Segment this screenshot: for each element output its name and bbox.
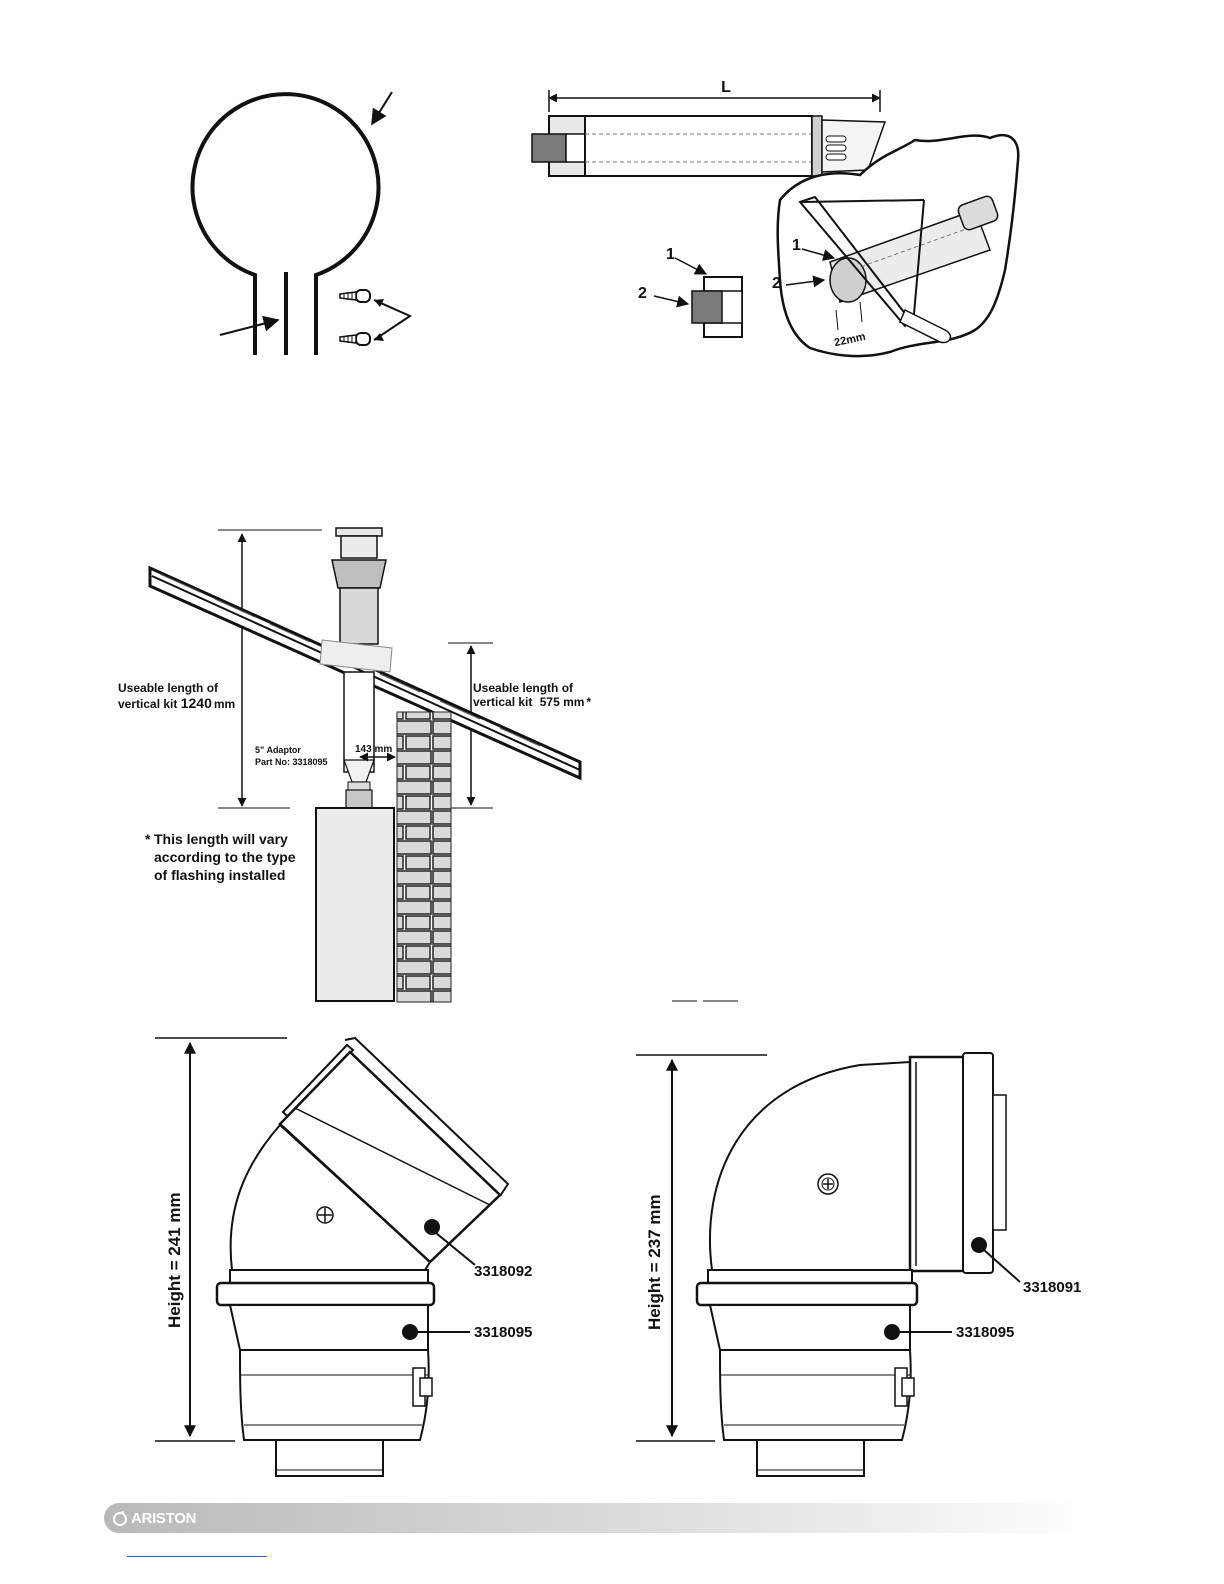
height-label-90: Height = 237 mm	[645, 1194, 664, 1330]
clamp-figure	[192, 92, 410, 355]
brand-logo: ARISTON	[112, 1507, 196, 1529]
bend-90-figure: Height = 237 mm 3318091 3318095	[636, 1053, 1081, 1476]
note-line2: according to the type	[154, 849, 296, 865]
terminal-pipe	[340, 588, 378, 644]
adaptor	[344, 760, 374, 782]
part-lower-45: 3318095	[474, 1324, 532, 1341]
clamp-pointer-arrow	[372, 92, 392, 124]
footer-bar	[104, 1503, 1089, 1533]
length-label: L	[721, 79, 731, 96]
detail-marker-2: 2	[638, 285, 647, 302]
note-line3: of flashing installed	[154, 867, 285, 883]
footer-link-underline[interactable]	[127, 1556, 267, 1557]
inner-pipe-seal	[532, 134, 566, 162]
height-label-45: Height = 241 mm	[165, 1192, 184, 1328]
note-star: *	[145, 831, 151, 847]
bend-90-collar	[697, 1283, 917, 1305]
cut-pipe-end	[830, 258, 866, 302]
adaptor-label-line1: 5" Adaptor	[255, 745, 301, 755]
note-line1: This length will vary	[154, 831, 288, 847]
part-upper-90: 3318091	[1023, 1279, 1081, 1296]
part-dot-upper-45	[424, 1219, 440, 1235]
photo-marker-2: 2	[772, 275, 781, 292]
part-lower-90: 3318095	[956, 1324, 1014, 1341]
terminal-cone	[332, 560, 386, 588]
right-label-line2: vertical kit 575 mm*	[473, 695, 591, 709]
ariston-logo-icon	[112, 1510, 128, 1526]
bend-90-spigot	[757, 1440, 864, 1476]
bend-45-spigot	[276, 1440, 383, 1476]
gap-dimension-label: 143 mm	[355, 744, 392, 755]
bend-45-collar	[217, 1283, 434, 1305]
bend-90-socket	[910, 1057, 968, 1271]
bend-45-figure: Height = 241 mm 3318092 3318095	[155, 1038, 532, 1476]
screw-icon	[340, 333, 370, 345]
photo-marker-1: 1	[792, 237, 801, 254]
screw-icon	[340, 290, 370, 302]
bend-90-body	[710, 1062, 910, 1270]
part-dot-lower-90	[884, 1324, 900, 1340]
outer-pipe	[585, 116, 812, 176]
part-upper-45: 3318092	[474, 1263, 532, 1280]
part-dot-lower-45	[402, 1324, 418, 1340]
detail-marker-1: 1	[666, 246, 675, 263]
adaptor-label-line2: Part No: 3318095	[255, 757, 328, 767]
brick-wall	[397, 712, 451, 1002]
right-label-line1: Useable length of	[473, 681, 574, 695]
split-pointer-arrow	[220, 320, 278, 335]
boiler-body	[316, 808, 394, 1001]
terminal-cap	[336, 528, 382, 536]
left-label-line1: Useable length of	[118, 681, 219, 695]
pipe-length-figure: L 1 2 1 2 22mm	[532, 79, 1018, 356]
brand-name: ARISTON	[131, 1510, 196, 1527]
